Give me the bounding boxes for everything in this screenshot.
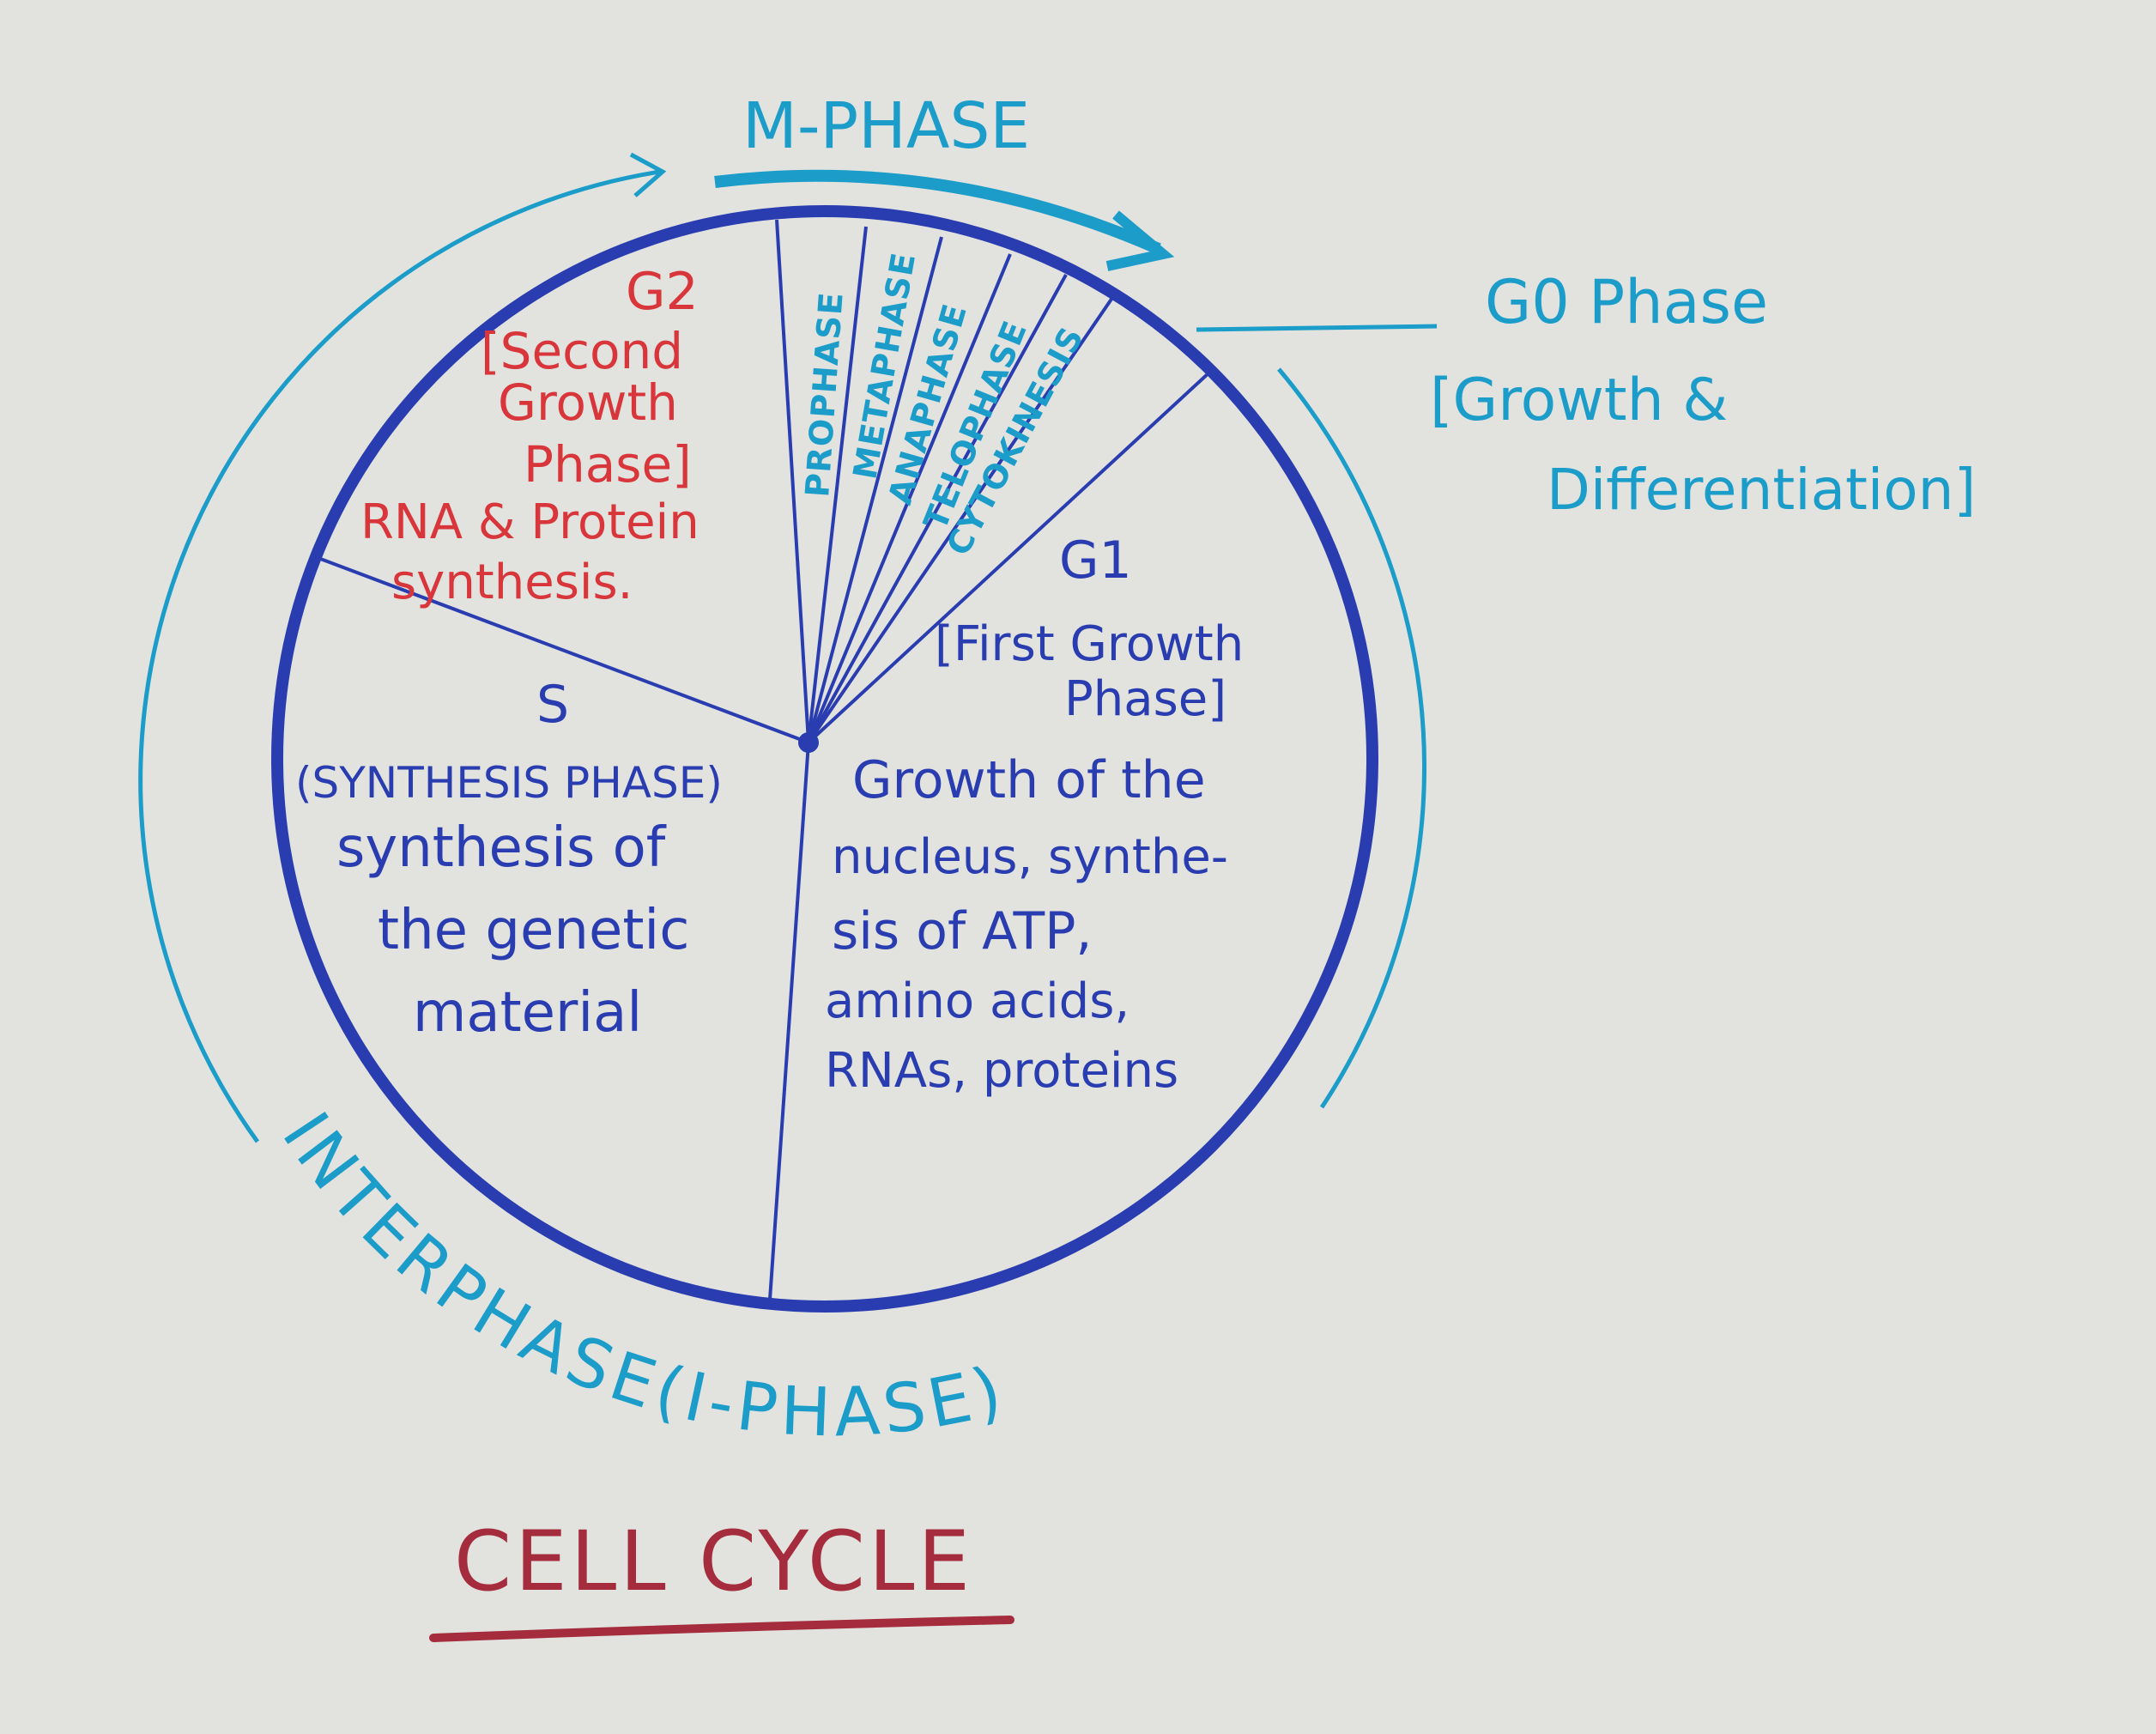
g0-label: G0 Phase — [1485, 267, 1768, 337]
g0-connector — [1196, 324, 1438, 332]
g1-sector-text: G1 [First Growth Phase] Growth of the nu… — [825, 531, 1244, 1099]
interphase-arc-left — [138, 169, 661, 1143]
center-hub — [798, 732, 819, 753]
s-line: (SYNTHESIS PHASE) — [295, 758, 723, 808]
s-line: the genetic — [378, 899, 689, 962]
arrowhead-left-icon — [629, 152, 667, 197]
g2-label: G2 — [626, 262, 699, 322]
g2-line: [Second — [481, 322, 683, 380]
g1-label: G1 — [1059, 531, 1132, 591]
s-line: material — [413, 981, 642, 1045]
g2-line: Growth — [498, 373, 678, 432]
g1-line: Growth of the — [852, 750, 1206, 810]
g1-line: amino acids, — [825, 973, 1129, 1029]
g2-line: synthesis. — [391, 555, 633, 610]
g2-sector-text: G2 [Second Growth Phase] RNA & Protein s… — [360, 262, 699, 610]
g2-line: Phase] — [524, 435, 692, 494]
g1-line: nucleus, synthe- — [832, 829, 1228, 885]
g1-line: RNAs, proteins — [825, 1043, 1178, 1099]
interphase-arc-right — [1277, 367, 1427, 1109]
s-line: synthesis of — [336, 816, 667, 880]
s-sector-text: S (SYNTHESIS PHASE) synthesis of the gen… — [295, 675, 723, 1045]
s-label: S — [536, 675, 569, 735]
g1-line: Phase] — [1064, 671, 1226, 727]
g2-line: RNA & Protein — [360, 494, 699, 550]
m-phase-arrow — [714, 169, 1161, 255]
m-phase-arrowhead-icon — [1105, 210, 1175, 271]
cell-cycle-circle — [271, 205, 1378, 1313]
m-phase-label: M-PHASE — [742, 89, 1030, 163]
g0-desc-line2: Differentiation] — [1547, 457, 1976, 523]
g0-desc-line1: [Growth & — [1430, 367, 1728, 434]
diagram-title: CELL CYCLE — [454, 1513, 973, 1610]
g1-line: [First Growth — [935, 616, 1244, 672]
sector-lines — [315, 219, 1212, 1300]
title-underline — [429, 1616, 1014, 1642]
g1-line: sis of ATP, — [832, 901, 1092, 961]
